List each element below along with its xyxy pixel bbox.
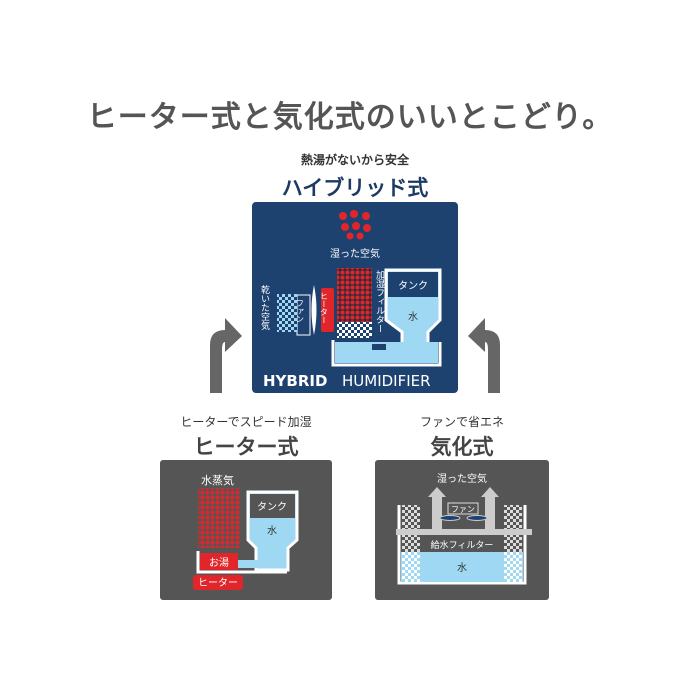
- diagram-label: 水蒸気: [201, 473, 234, 487]
- page-title: ヒーター式と気化式のいいとこどり。: [86, 100, 614, 135]
- evaporative-subtitle: ファンで省エネ: [419, 415, 504, 429]
- hot-water: [200, 553, 238, 570]
- steam: [198, 488, 240, 548]
- heater: [193, 575, 243, 590]
- evaporative-heading: 気化式: [430, 435, 494, 459]
- diagram-label: タンク: [257, 501, 287, 513]
- diagram-label: ヒーター: [320, 292, 329, 324]
- heater-subtitle: ヒーターでスピード加湿: [180, 415, 312, 429]
- fan-icon: [439, 515, 461, 521]
- fan-icon: [311, 285, 317, 335]
- diagram-label: 水: [408, 311, 418, 323]
- filter-label: 加湿フィルター: [374, 270, 385, 333]
- diagram-label: 給水フィルター: [431, 539, 494, 551]
- humidifier-filter: [337, 268, 372, 322]
- dry-air: [277, 294, 297, 332]
- arrow-right-icon: [468, 318, 500, 393]
- steam-dots: [339, 210, 371, 240]
- humid-air-label: 湿った空気: [330, 247, 380, 260]
- diagram-label: 乾いた空気: [259, 284, 270, 331]
- brand-light: HUMIDIFIER: [342, 372, 431, 390]
- diagram-label: ファン: [296, 299, 305, 323]
- diagram-label: 水: [457, 562, 467, 574]
- arrow-left-icon: [210, 318, 242, 393]
- hybrid-diagram: 湿った空気 加湿フィルター タンク 水 ヒーター ファン 乾いた空気 HYBRI…: [252, 202, 458, 393]
- diagram-label: ファン: [451, 505, 475, 514]
- water-tray: [335, 342, 438, 363]
- evaporative-diagram: 湿った空気 ファン 給水フィルター 水: [375, 460, 549, 600]
- heater-heading: ヒーター式: [193, 435, 299, 459]
- diagram-label: タンク: [398, 280, 428, 292]
- diagram-label: 水: [267, 525, 277, 537]
- water: [401, 552, 523, 582]
- brand-bold: HYBRID: [263, 372, 327, 390]
- heater: [321, 288, 334, 332]
- diagram-label: 湿った空気: [437, 472, 487, 485]
- heater-diagram: 水蒸気 タンク 水 お湯 ヒーター: [160, 460, 332, 600]
- hybrid-heading: ハイブリッド式: [281, 176, 429, 200]
- hybrid-subtitle: 熱湯がないから安全: [300, 153, 409, 167]
- diagram-label: ヒーター: [198, 577, 238, 589]
- fan-box: [447, 502, 479, 515]
- diagram-label: お湯: [209, 556, 229, 569]
